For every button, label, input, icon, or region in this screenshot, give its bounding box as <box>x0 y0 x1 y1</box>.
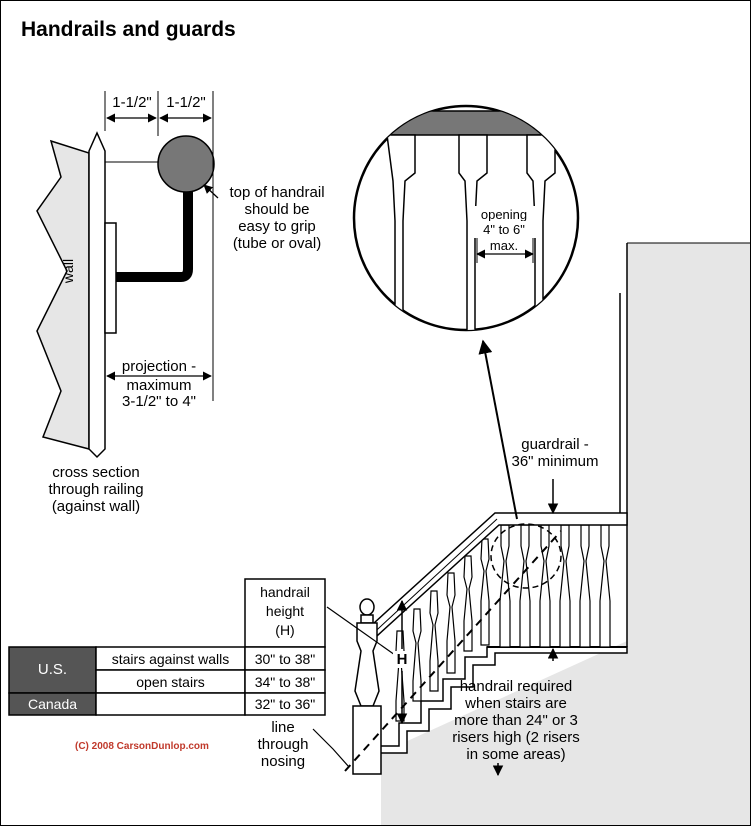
guardrail-line: 36" minimum <box>511 453 599 470</box>
height-marker: H <box>393 651 411 668</box>
handrail-profile <box>157 135 215 193</box>
copyright: (C) 2008 CarsonDunlop.com <box>75 741 209 752</box>
condition-walls: stairs against walls <box>111 650 230 667</box>
country-canada: Canada <box>27 696 78 712</box>
country-us: U.S. <box>37 661 68 678</box>
newel-post <box>352 598 382 775</box>
wall-label: wall <box>60 258 77 284</box>
detail-marker <box>490 523 562 589</box>
condition-open: open stairs <box>136 673 205 690</box>
required-line: more than 24" or 3 <box>454 712 578 729</box>
projection-line: maximum <box>126 377 192 394</box>
wall-section <box>36 139 90 450</box>
grip-note-line: should be <box>244 201 310 218</box>
required-line: handrail required <box>459 678 573 695</box>
height-table <box>8 578 326 716</box>
header-line: (H) <box>275 622 295 638</box>
landing-balusters <box>499 524 611 648</box>
opening-line: 4" to 6" <box>471 221 537 238</box>
caption-line: through railing <box>48 481 144 498</box>
height-value: 32" to 36" <box>254 696 316 712</box>
dim-right-label: 1-1/2" <box>166 94 206 111</box>
opening-line: max. <box>489 238 519 253</box>
projection-line: projection - <box>121 358 197 375</box>
wall-board <box>88 131 106 459</box>
nosing-line-label: through <box>257 736 309 753</box>
header-line: height <box>265 603 305 619</box>
nosing-line <box>344 530 562 772</box>
required-line: risers high (2 risers <box>452 729 580 746</box>
page-title: Handrails and guards <box>21 18 236 41</box>
handrail-bracket <box>116 191 193 282</box>
caption-line: cross section <box>52 464 140 481</box>
grip-note-line: top of handrail <box>229 184 325 201</box>
caption-line: (against wall) <box>51 498 141 515</box>
cross-section <box>36 91 219 459</box>
guardrail-line: guardrail - <box>521 436 589 453</box>
grip-note-line: easy to grip <box>238 218 316 235</box>
required-line: when stairs are <box>465 695 567 712</box>
projection-line: 3-1/2" to 4" <box>121 393 197 410</box>
opening-line: opening <box>471 206 537 223</box>
dim-left-label: 1-1/2" <box>112 94 152 111</box>
height-value: 30" to 38" <box>254 650 316 667</box>
height-value: 34" to 38" <box>254 673 316 690</box>
header-line: handrail <box>260 584 310 600</box>
nosing-line-label: nosing <box>260 753 306 770</box>
mounting-plate <box>104 222 117 334</box>
required-line: in some areas) <box>466 746 566 763</box>
grip-note-line: (tube or oval) <box>232 235 322 252</box>
stair-wall <box>381 242 750 825</box>
nosing-line-label: line <box>271 719 295 736</box>
